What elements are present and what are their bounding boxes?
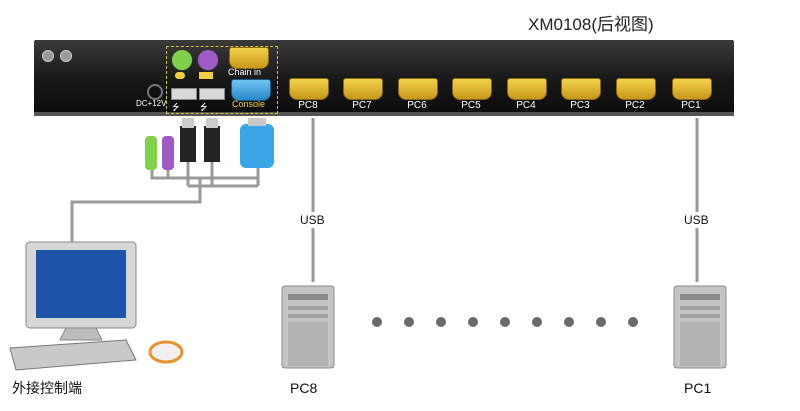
chain-in-label: Chain in: [228, 67, 262, 77]
chain-in-port-icon: [229, 47, 269, 69]
console-station-label: 外接控制端: [12, 380, 82, 396]
pc-port-icon: [672, 78, 712, 100]
ps2-mouse-port-icon: [171, 49, 193, 71]
pc-port-label: PC8: [298, 100, 318, 111]
computer-pc1-icon: [673, 285, 727, 369]
pc-port-icon: [561, 78, 601, 100]
pc-port-icon: [343, 78, 383, 100]
computer-pc8-icon: [281, 285, 335, 369]
usb-symbol-icon: ⭍: [172, 102, 180, 112]
pc-port-label: PC2: [625, 100, 645, 111]
usb-label-right: USB: [682, 212, 711, 228]
usb-port-icon: [199, 88, 225, 100]
pc-port-icon: [616, 78, 656, 100]
diagram-title: XM0108(后视图): [528, 15, 654, 34]
pc-port-label: PC4: [516, 100, 536, 111]
ground-icon: [60, 50, 72, 62]
console-bundle-cable: [70, 176, 258, 242]
pc-port-label: PC6: [407, 100, 427, 111]
kvm-panel-base: [34, 112, 734, 116]
usb-plug-tip-icon: [206, 118, 218, 128]
pc-port-icon: [398, 78, 438, 100]
usb-port-icon: [171, 88, 197, 100]
pc-port-label: PC1: [681, 100, 701, 111]
console-port-icon: [231, 79, 271, 101]
usb-plug-tip-icon: [182, 118, 194, 128]
vga-plug-icon: [240, 124, 274, 168]
dc-power-label: DC+12V: [136, 99, 167, 108]
computer-pc8-label: PC8: [290, 380, 318, 396]
ellipsis-dots: [372, 317, 638, 327]
vga-plug-tip-icon: [248, 118, 266, 126]
pc-port-icon: [289, 78, 329, 100]
pc-port-label: PC3: [570, 100, 590, 111]
ps2-keyboard-plug-icon: [162, 136, 174, 170]
monitor-stand-icon: [59, 327, 103, 341]
pc-port-label: PC5: [461, 100, 481, 111]
usb-plug-icon: [180, 126, 196, 162]
keyboard-symbol-icon: [199, 72, 213, 79]
ps2-mouse-plug-icon: [145, 136, 157, 170]
monitor-screen: [36, 250, 126, 318]
usb-plug-icon: [204, 126, 220, 162]
mouse-symbol-icon: [175, 72, 185, 79]
pc-port-icon: [452, 78, 492, 100]
mouse-icon: [148, 340, 184, 364]
ps2-keyboard-port-icon: [197, 49, 219, 71]
screw-icon: [42, 50, 54, 62]
pc-port-icon: [507, 78, 547, 100]
usb-label-left: USB: [298, 212, 327, 228]
dc-jack-icon: [147, 84, 163, 100]
pc-port-label: PC7: [352, 100, 372, 111]
keyboard-icon: [9, 339, 137, 371]
console-station: [9, 241, 184, 371]
console-label: Console: [232, 99, 266, 109]
usb-symbol-icon: ⭍: [200, 102, 208, 112]
console-port-group: [166, 46, 278, 114]
computer-pc1-label: PC1: [684, 380, 712, 396]
